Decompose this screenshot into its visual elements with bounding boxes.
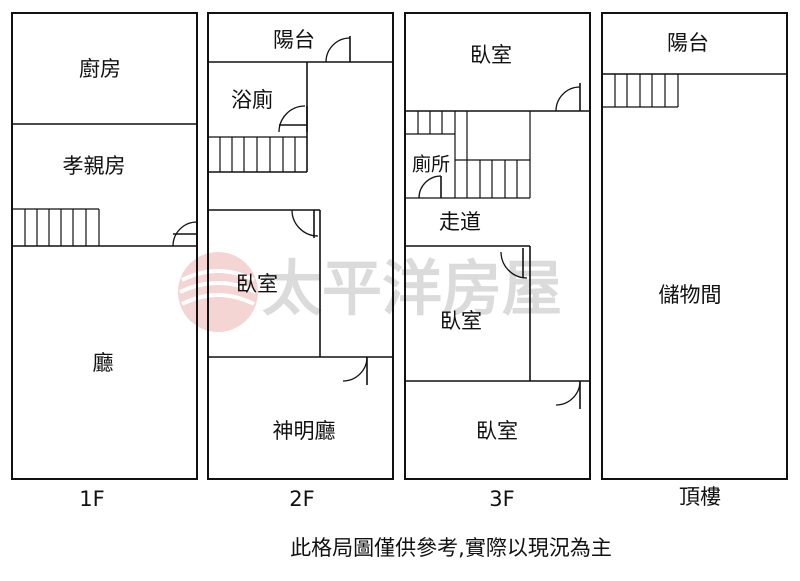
door-2f-balcony-icon [325, 36, 351, 63]
room-3f-top-bedroom-label: 臥室 [470, 43, 512, 67]
floor-rooftop-outline [601, 12, 788, 480]
room-2f-bathroom-label: 浴廁 [231, 88, 273, 112]
room-2f-balcony-label: 陽台 [273, 28, 315, 52]
door-1f-parents-room-icon [172, 217, 198, 247]
room-rooftop-storage-label: 儲物間 [659, 283, 722, 307]
floor-3f-label: 3F [489, 487, 514, 511]
door-3f-top-bedroom-icon [555, 83, 581, 112]
room-parents-label: 孝親房 [63, 154, 126, 178]
room-3f-bottom-bedroom-label: 臥室 [476, 419, 518, 443]
floor-2f: 陽台 浴廁 臥室 神明廳 2F [207, 12, 394, 511]
disclaimer-text: 此格局圖僅供參考,實際以現況為主 [290, 536, 612, 560]
room-3f-middle-bedroom-label: 臥室 [440, 309, 482, 333]
floor-rooftop-label: 頂樓 [679, 485, 721, 509]
floor-2f-label: 2F [289, 487, 314, 511]
room-2f-bedroom-label: 臥室 [236, 272, 278, 296]
stairs-1f [12, 208, 100, 246]
stairs-rooftop [602, 74, 679, 108]
floor-rooftop: 陽台 儲物間 頂樓 [601, 12, 788, 509]
floor-2f-outline [207, 12, 394, 480]
door-2f-shrine-icon [342, 356, 368, 385]
door-3f-bottom-bedroom-icon [555, 380, 581, 409]
room-3f-toilet-label: 廁所 [412, 153, 450, 176]
floor-1f: 廚房 孝親房 廳 1F [11, 12, 198, 511]
room-rooftop-balcony-label: 陽台 [667, 31, 709, 55]
door-2f-bedroom-icon [291, 209, 319, 238]
watermark-text: 太平洋房屋 [262, 255, 562, 325]
floor-1f-label: 1F [79, 487, 104, 511]
door-2f-bathroom-icon [278, 105, 308, 133]
door-3f-middle-bedroom-icon [500, 248, 528, 279]
stairs-3f [405, 111, 531, 199]
stairs-2f [208, 136, 307, 172]
door-3f-toilet-icon [418, 175, 442, 199]
room-3f-corridor-label: 走道 [439, 210, 481, 234]
room-kitchen-label: 廚房 [79, 57, 121, 81]
room-living-label: 廳 [93, 351, 114, 375]
floor-3f: 臥室 廁所 走道 臥室 臥室 3F [404, 12, 591, 511]
room-2f-shrine-label: 神明廳 [273, 419, 336, 443]
